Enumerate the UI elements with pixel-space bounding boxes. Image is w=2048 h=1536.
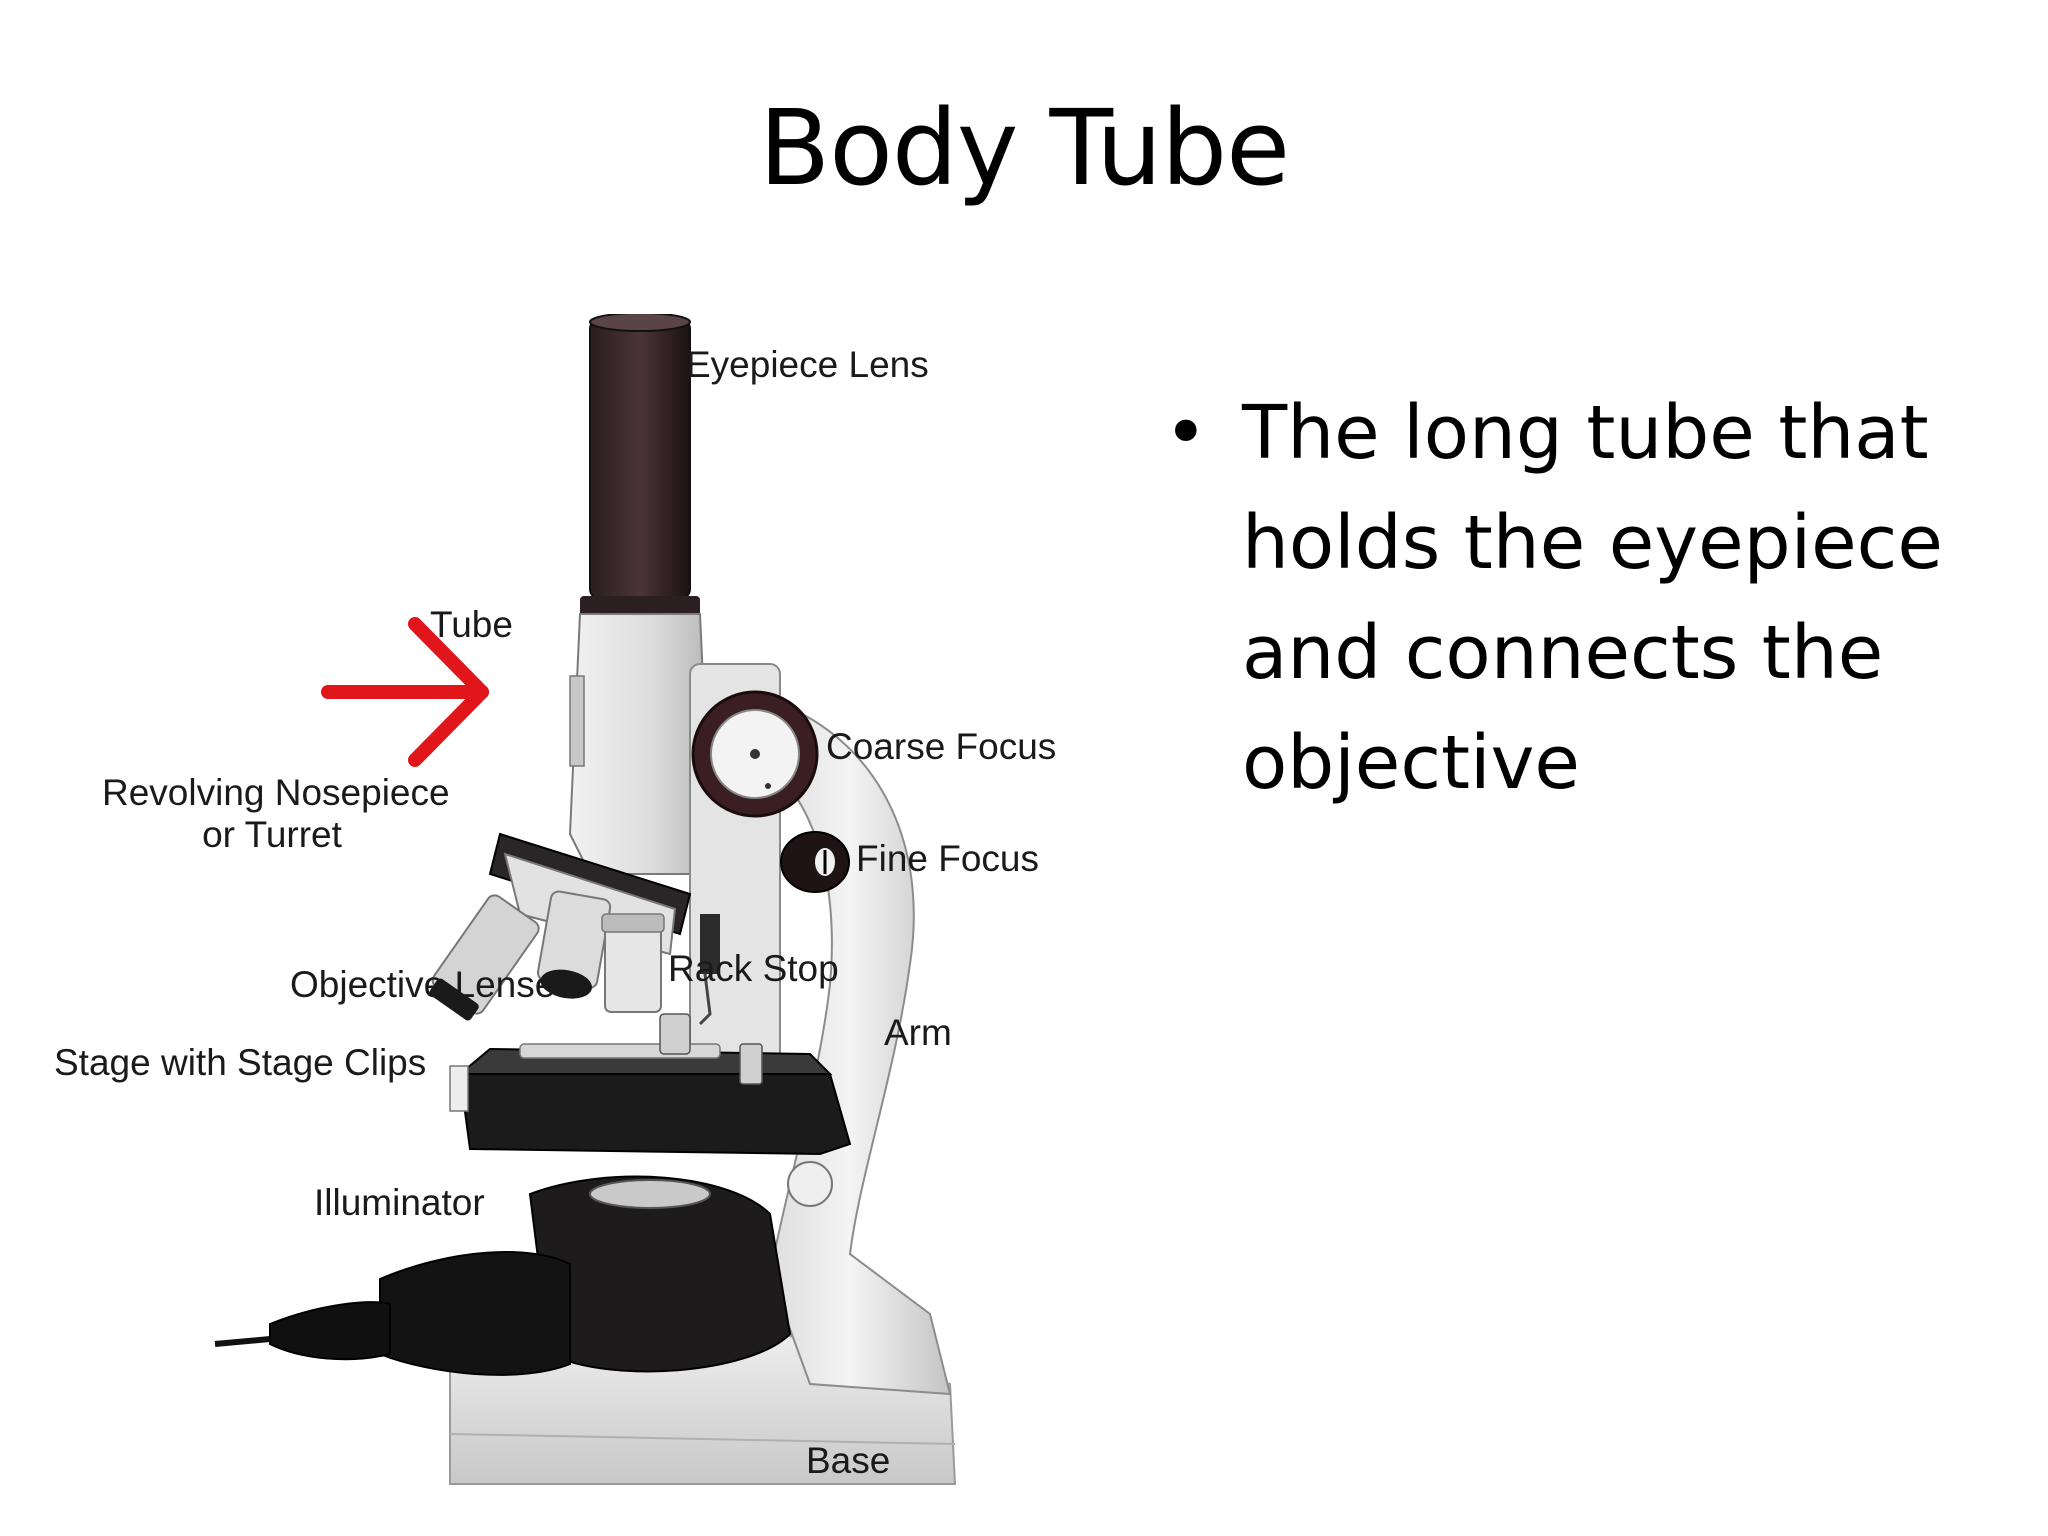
rack-stop-part [698, 914, 720, 1026]
bullet-item: • The long tube that holds the eyepiece … [1164, 378, 1964, 818]
microscope-diagram: Eyepiece Lens Tube Revolving Nosepiece o… [50, 314, 1110, 1510]
revolving-nosepiece-label-line2: or Turret [202, 814, 342, 855]
bullet-text: The long tube that holds the eyepiece an… [1242, 390, 1943, 806]
fine-focus-label: Fine Focus [856, 838, 1040, 879]
eyepiece-part [580, 314, 700, 616]
bullet-list: • The long tube that holds the eyepiece … [1164, 378, 1964, 818]
slide-title: Body Tube [758, 87, 1290, 209]
objective-lenses-label: Objective Lenses [290, 964, 574, 1005]
stage-label: Stage with Stage Clips [54, 1042, 427, 1083]
arm-label: Arm [884, 1012, 952, 1053]
tube-label: Tube [430, 604, 513, 645]
coarse-focus-knob [691, 690, 819, 818]
eyepiece-lens-label: Eyepiece Lens [686, 344, 929, 385]
red-arrow [321, 617, 489, 767]
illuminator-part [214, 1161, 833, 1376]
fine-focus-knob [780, 831, 850, 893]
rack-stop-label: Rack Stop [668, 948, 839, 989]
base-label: Base [806, 1440, 891, 1481]
bullet-dot: • [1164, 390, 1208, 476]
arm-part [749, 692, 952, 1396]
stage-part [449, 1013, 852, 1156]
illuminator-label: Illuminator [314, 1182, 485, 1223]
microscope-illustration [214, 314, 957, 1485]
objective-lenses-part [429, 890, 665, 1021]
tube-part [568, 613, 712, 875]
revolving-nosepiece-label: Revolving Nosepiece or Turret [102, 772, 450, 856]
revolving-nosepiece-label-line1: Revolving Nosepiece [102, 772, 450, 813]
coarse-focus-label: Coarse Focus [826, 726, 1057, 767]
